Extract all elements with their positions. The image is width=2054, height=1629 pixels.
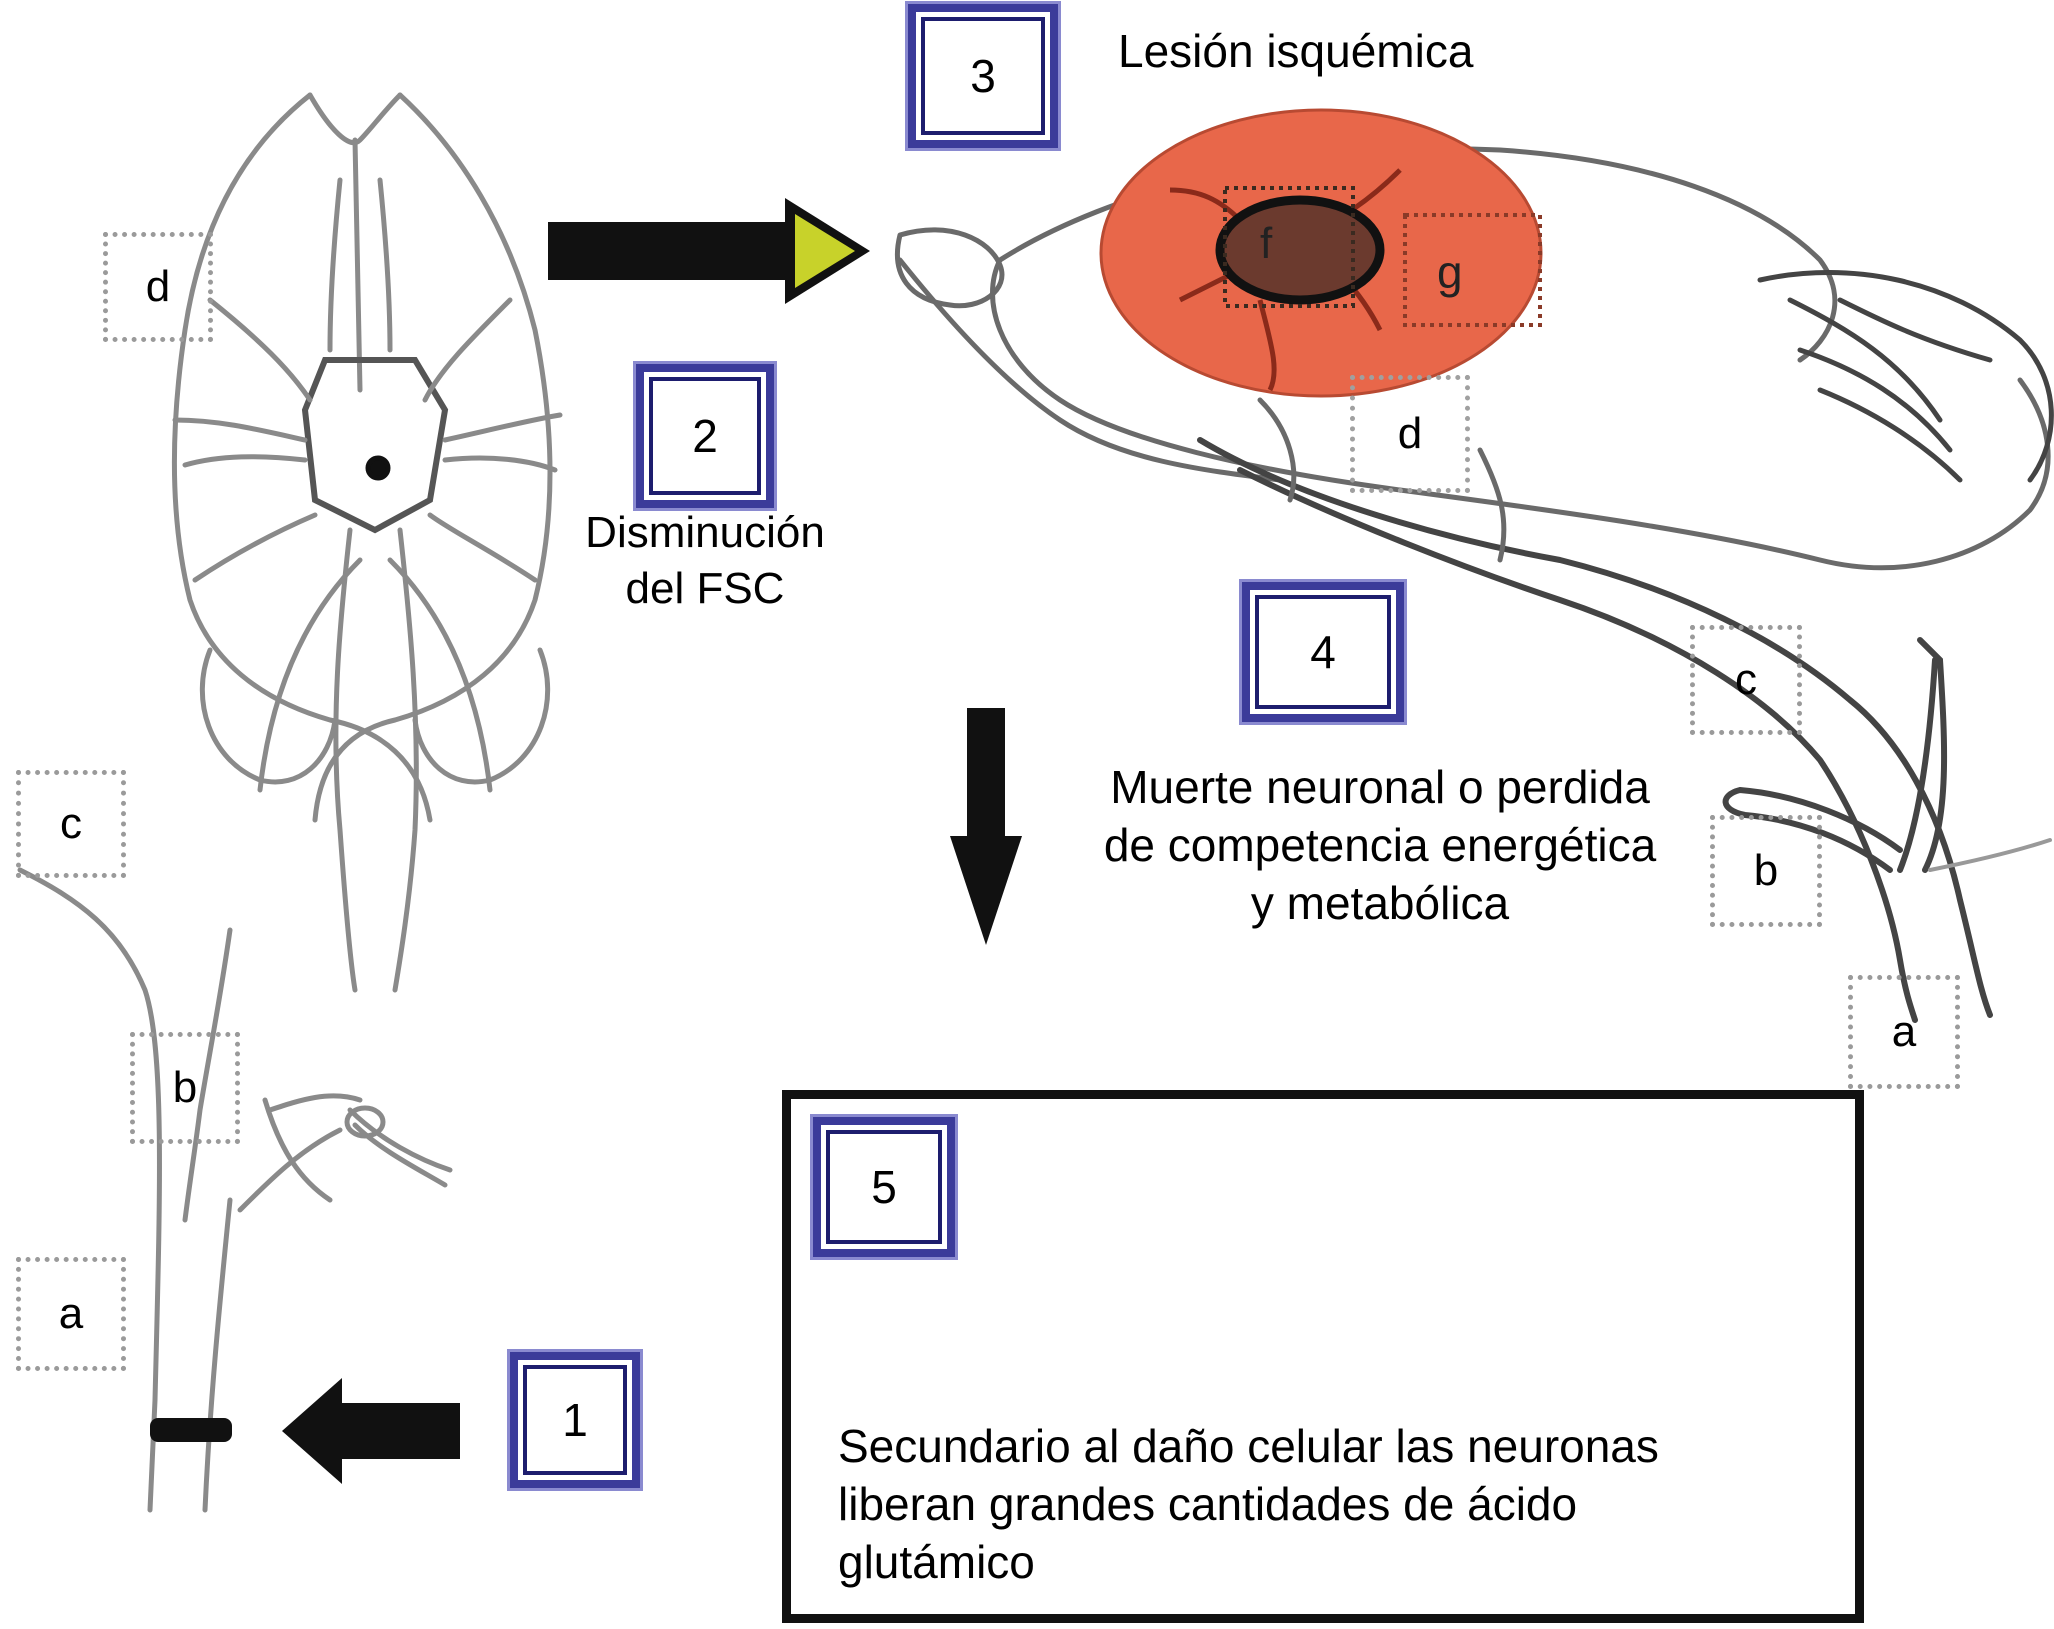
step-3-box: 3: [908, 4, 1058, 148]
step-5-number: 5: [871, 1161, 897, 1213]
step-4-number: 4: [1310, 626, 1336, 678]
left-tag-a: a: [16, 1257, 126, 1371]
right-tag-b: b: [1710, 815, 1822, 927]
tag-box-g: [1403, 213, 1542, 327]
step-1-number: 1: [562, 1394, 588, 1446]
tag-box-f: [1223, 186, 1355, 308]
lesion-isquemica-label: Lesión isquémica: [1118, 25, 1474, 77]
right-tag-a: a: [1848, 975, 1960, 1089]
right-tag-f-letter: f: [1260, 219, 1273, 268]
disminucion-fsc-label: Disminución del FSC: [585, 508, 825, 613]
right-tag-d: d: [1350, 375, 1470, 493]
step-5-box: 5: [813, 1117, 955, 1257]
left-tag-c: c: [16, 770, 126, 878]
infarct-core: [1215, 195, 1385, 305]
muerte-neuronal-label: Muerte neuronal o perdida de competencia…: [1103, 761, 1657, 929]
step-3-number: 3: [970, 50, 996, 102]
right-tag-c: c: [1690, 625, 1802, 735]
left-tag-d: d: [103, 232, 213, 342]
left-tag-b: b: [130, 1032, 240, 1144]
step-4-box: 4: [1242, 582, 1404, 722]
secundario-label: Secundario al daño celular las neuronas …: [838, 1420, 1659, 1588]
arrow-down-icon: [950, 708, 1022, 945]
arrow-right-icon: [548, 198, 870, 304]
arrow-left-icon: [282, 1378, 460, 1484]
step-1-box: 1: [510, 1352, 640, 1488]
brain-ventral-view-illustration: [17, 92, 563, 1513]
step-5-panel: [782, 1090, 1864, 1623]
occlusion-clip: [150, 1418, 232, 1442]
step-2-number: 2: [692, 410, 718, 462]
right-tag-g-letter: g: [1437, 246, 1463, 298]
step-2-box: 2: [636, 364, 774, 508]
